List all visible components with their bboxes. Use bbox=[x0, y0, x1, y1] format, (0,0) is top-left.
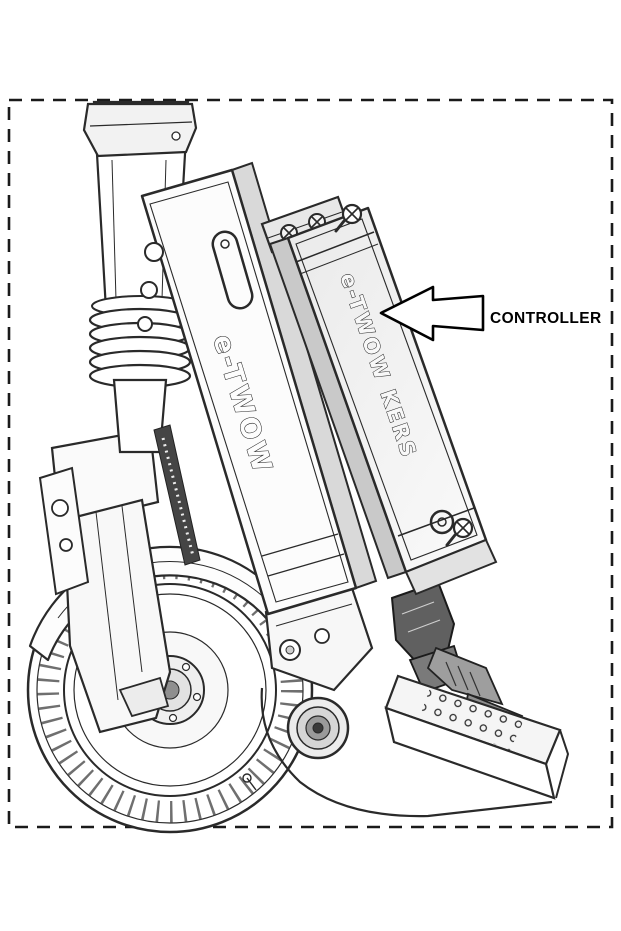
deck-front-contour bbox=[260, 687, 553, 818]
cable-loop bbox=[429, 509, 455, 535]
dashed-frame bbox=[7, 98, 614, 829]
controller-bottom-cap bbox=[404, 538, 498, 596]
tire-tread-hatch bbox=[37, 557, 303, 823]
suspension-spring bbox=[88, 295, 192, 454]
screw-icon bbox=[445, 517, 474, 547]
deck-grip-pattern bbox=[420, 688, 524, 750]
folding-hinge bbox=[264, 586, 374, 692]
hinge-pivot-bolt bbox=[286, 696, 350, 760]
controller-arrow bbox=[379, 285, 485, 342]
front-fork bbox=[38, 428, 172, 734]
screw-icon bbox=[334, 203, 363, 233]
fork-bracket bbox=[38, 466, 90, 596]
stem-clamp bbox=[82, 102, 198, 158]
controller-label: CONTROLLER bbox=[490, 310, 602, 327]
controller-callout: CONTROLLER bbox=[379, 285, 602, 342]
deck bbox=[384, 674, 570, 800]
